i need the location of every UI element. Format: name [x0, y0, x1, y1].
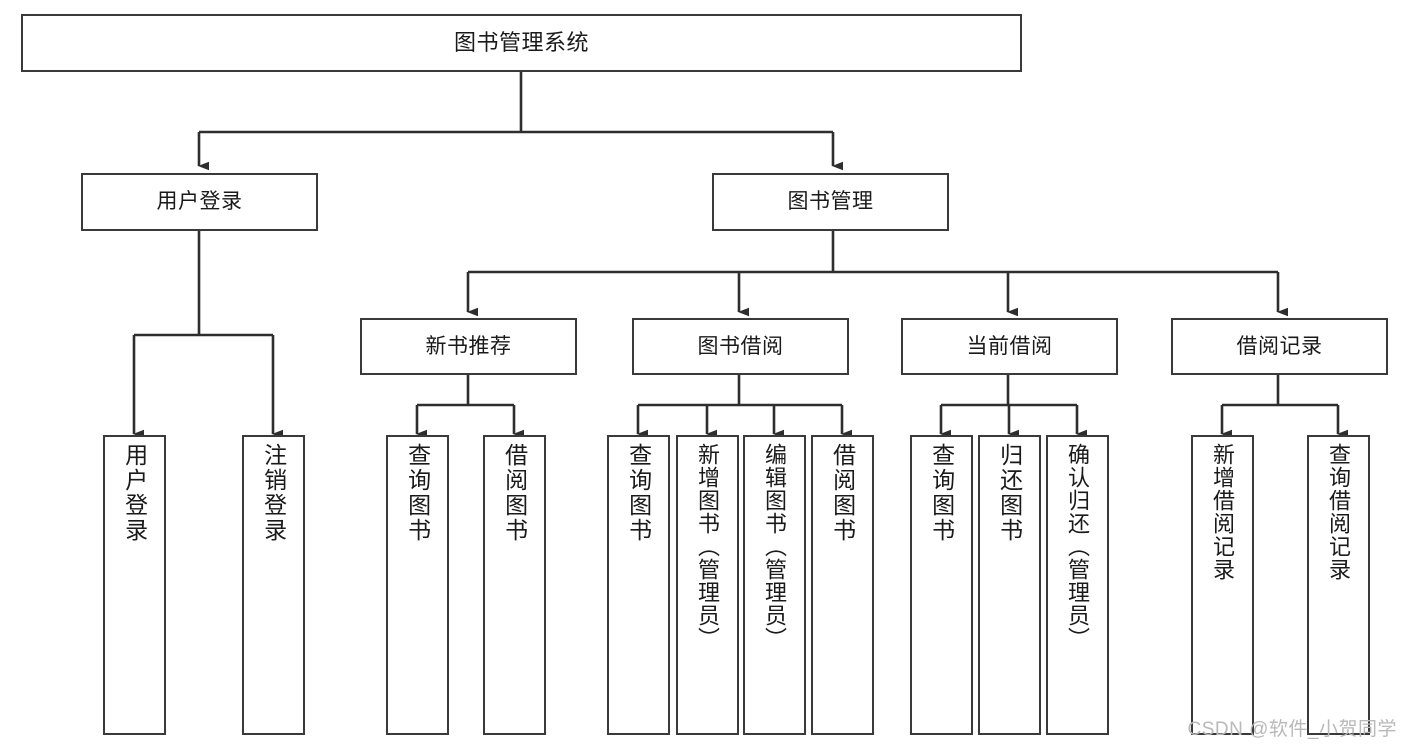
node-label: 新增借阅记录 [1210, 443, 1236, 581]
leaf-book-borrow-borrow-book[interactable]: 借阅图书 [811, 435, 874, 735]
leaf-book-borrow-add-book-admin[interactable]: 新增图书（管理员） [676, 435, 739, 735]
leaf-current-borrow-query-book[interactable]: 查询图书 [910, 435, 973, 735]
node-book-borrowing[interactable]: 图书借阅 [632, 318, 849, 375]
node-label: 图书管理 [787, 190, 874, 214]
node-borrowing-record[interactable]: 借阅记录 [1171, 318, 1388, 375]
node-label: 归还图书 [996, 443, 1023, 543]
node-label: 用户登录 [121, 443, 148, 543]
leaf-current-borrow-return-book[interactable]: 归还图书 [978, 435, 1041, 735]
node-new-book-recommendation[interactable]: 新书推荐 [360, 318, 577, 375]
node-label: 查询借阅记录 [1326, 443, 1352, 581]
leaf-book-borrow-query-book[interactable]: 查询图书 [607, 435, 670, 735]
leaf-borrow-record-query-record[interactable]: 查询借阅记录 [1307, 435, 1370, 735]
node-label: 编辑图书（管理员） [762, 443, 788, 650]
leaf-new-book-query-book[interactable]: 查询图书 [386, 435, 449, 735]
leaf-new-book-borrow-book[interactable]: 借阅图书 [483, 435, 546, 735]
node-label: 查询图书 [928, 443, 955, 543]
node-label: 借阅图书 [501, 443, 528, 543]
node-label: 注销登录 [260, 443, 287, 543]
node-label: 查询图书 [404, 443, 431, 543]
leaf-user-login-logout[interactable]: 注销登录 [242, 435, 305, 735]
node-root-book-management-system[interactable]: 图书管理系统 [21, 14, 1022, 72]
node-label: 用户登录 [156, 190, 243, 214]
node-label: 借阅记录 [1236, 334, 1323, 358]
node-label: 当前借阅 [966, 334, 1053, 358]
leaf-current-borrow-confirm-return-admin[interactable]: 确认归还（管理员） [1046, 435, 1109, 735]
node-label: 图书借阅 [697, 334, 784, 358]
leaf-borrow-record-add-record[interactable]: 新增借阅记录 [1191, 435, 1254, 735]
leaf-user-login-login[interactable]: 用户登录 [103, 435, 166, 735]
leaf-book-borrow-edit-book-admin[interactable]: 编辑图书（管理员） [743, 435, 806, 735]
node-label: 查询图书 [625, 443, 652, 543]
node-user-login[interactable]: 用户登录 [81, 173, 318, 231]
node-label: 图书管理系统 [453, 29, 589, 55]
node-label: 借阅图书 [829, 443, 856, 543]
node-book-management[interactable]: 图书管理 [712, 173, 949, 231]
node-label: 新书推荐 [425, 334, 512, 358]
node-label: 新增图书（管理员） [695, 443, 721, 650]
node-current-borrowing[interactable]: 当前借阅 [901, 318, 1118, 375]
node-label: 确认归还（管理员） [1065, 443, 1091, 650]
